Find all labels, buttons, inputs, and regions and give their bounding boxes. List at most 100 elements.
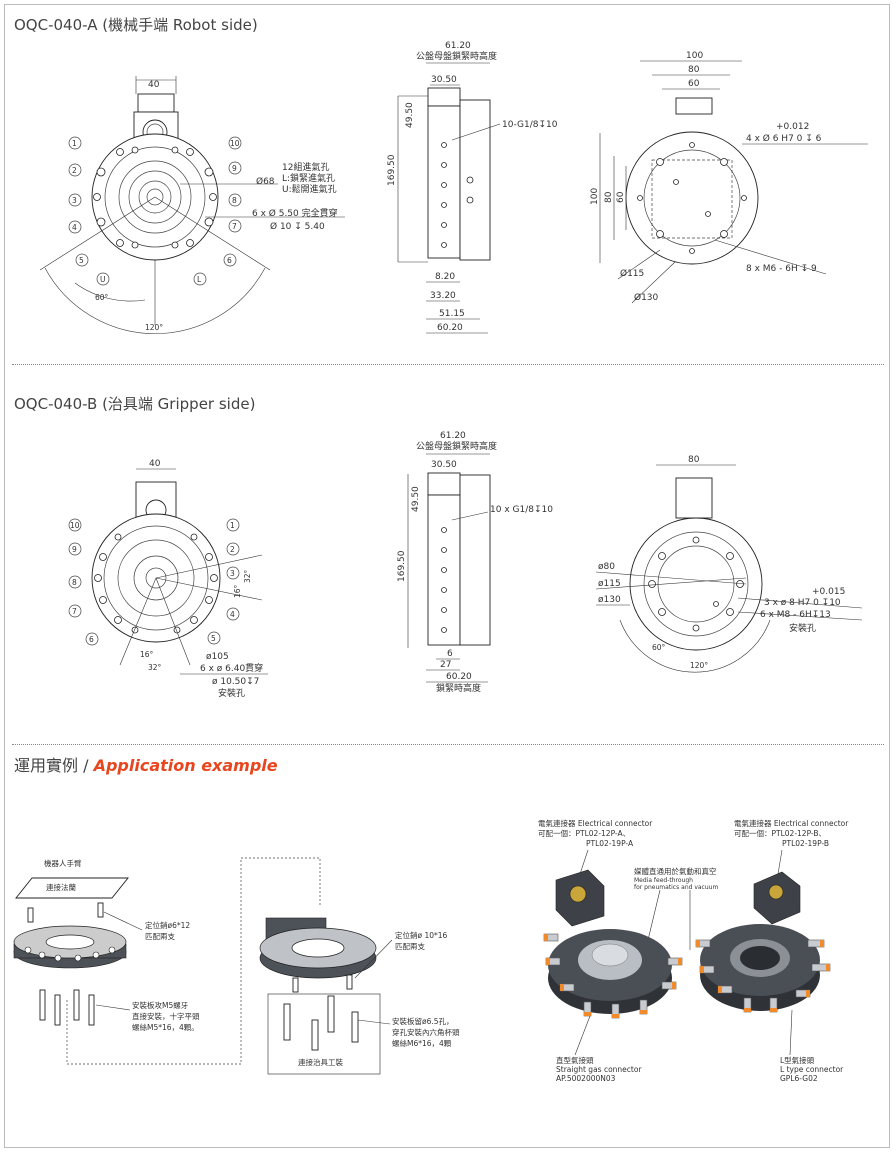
app-flange: 連接法蘭	[46, 882, 76, 892]
a-front-view: 40 60° 120° 1 2 3 4 5 6	[39, 76, 345, 334]
a-bot-d130: Ø130	[634, 292, 659, 303]
b-side-dim-169: 169.50	[397, 550, 407, 582]
b-front-view: 40 1 2 3 4 5 6 7 8 9 10 32° 16°	[68, 459, 268, 699]
b-note-1: ø 10.50↧7	[212, 677, 259, 687]
b-dim-105: ø105	[206, 652, 229, 662]
application-title: 運用實例 / Application example	[14, 752, 278, 776]
b-note-2: 安裝孔	[218, 687, 245, 699]
a-bot-disk	[625, 131, 759, 265]
a-side-top-note: 公盤母盤鎖緊時高度	[416, 50, 497, 62]
app-mid-fixture: 連接治具工裝	[298, 1057, 343, 1067]
app-straight3: AP.5002000N03	[556, 1074, 616, 1083]
b-bot-w80: 80	[688, 455, 700, 465]
b-side-view: 61.20 公盤母盤鎖緊時高度 30.50 169.50 49.50 10 x …	[397, 431, 553, 694]
a-angle-60: 60°	[95, 293, 109, 302]
b-side-dim-61: 61.20	[440, 431, 466, 441]
a-bot-h80: 80	[604, 191, 614, 203]
app-left-mount2: 直接安裝，十字平頭	[132, 1011, 200, 1021]
a-connector-top	[137, 93, 175, 113]
b-bot-d130: ø130	[598, 595, 621, 605]
a-port-U: U	[100, 275, 106, 284]
b-bot-d80: ø80	[598, 562, 615, 572]
app-straight1: 直型氣接頭	[556, 1055, 594, 1065]
a-bottom-view: 100 80 60 100 80 60 +0.012 4 x Ø 6 H7 0 …	[590, 51, 868, 304]
app-left-mount1: 安裝板攻M5螺牙	[132, 1000, 189, 1010]
a-port-9: 9	[232, 164, 237, 173]
b-angle-32: 32°	[243, 569, 252, 583]
a-bot-h60: 60	[616, 191, 626, 203]
app-fixture-box	[267, 993, 381, 1075]
b-bottom-view: 80 ø80 ø115 ø130 +0.015 3 x ø 8 H7 0 ↧10…	[595, 455, 863, 673]
separator-b	[12, 744, 884, 745]
app-left-pin: 定位銷ø6*12	[145, 920, 190, 930]
a-side-dim-30: 30.50	[431, 75, 457, 85]
app-mid-pin: 定位銷ø 10*16	[395, 930, 448, 940]
b-port-8: 8	[72, 578, 77, 587]
app-ltype3: GPL6-G02	[780, 1074, 818, 1083]
b-front-dim-40: 40	[149, 459, 161, 469]
a-bot-note-2: 8 x M6 - 6H ↧ 9	[746, 264, 817, 274]
b-angle-16b: 16°	[140, 650, 154, 659]
a-note-3: 6 x Ø 5.50 完全貫穿	[252, 207, 338, 219]
b-bot-d115: ø115	[598, 579, 621, 589]
b-side-b3: 60.20	[446, 672, 472, 682]
b-side-port: 10 x G1/8↧10	[490, 505, 553, 515]
b-port-4: 4	[230, 610, 235, 619]
app-conn-a2: 可配一個：PTL02-12P-A、	[538, 828, 630, 838]
a-side-view: 61.20 公盤母盤鎖緊時高度 30.50 169.50 49.50 10-G1…	[387, 41, 558, 334]
page-frame	[4, 4, 890, 1148]
a-bot-w80: 80	[688, 65, 700, 75]
b-note-0: 6 x ø 6.40貫穿	[200, 662, 263, 674]
a-side-b4: 60.20	[437, 323, 463, 333]
b-bot-disk	[629, 517, 763, 651]
app-mid-mount1: 安裝板留ø6.5孔，	[392, 1016, 454, 1026]
b-side-dim-49: 49.50	[411, 486, 421, 512]
app-mid-mount2: 穿孔安裝內六角杯頭	[392, 1027, 460, 1037]
application-title-cn: 運用實例 /	[14, 756, 89, 775]
a-note-1: L:鎖緊進氣孔	[282, 172, 335, 184]
app-middle: 定位銷ø 10*16 匹配兩支 連接治具工裝 安裝板留ø6.5孔， 穿孔安裝內六…	[259, 917, 460, 1075]
b-port-1: 1	[230, 521, 235, 530]
a-bot-note-0: +0.012	[776, 122, 809, 132]
a-bot-note-1: 4 x Ø 6 H7 0 ↧ 6	[746, 133, 822, 144]
app-ltype1: L型氣接頭	[780, 1055, 815, 1065]
a-side-dim-49: 49.50	[405, 102, 415, 128]
a-port-1: 1	[72, 139, 77, 148]
b-side-b-note: 鎖緊時高度	[436, 682, 481, 694]
a-side-port: 10-G1/8↧10	[502, 120, 558, 130]
b-bot-note-2: 6 x M8 - 6H↧13	[760, 610, 831, 620]
section-b-title: OQC-040-B (治具端 Gripper side)	[14, 395, 256, 413]
a-bot-w60: 60	[688, 79, 700, 89]
a-note-2: U:鬆開進氣孔	[282, 183, 337, 195]
application-title-en: Application example	[93, 756, 278, 775]
a-port-10: 10	[230, 139, 240, 148]
a-port-6: 6	[227, 256, 232, 265]
app-left-mount3: 螺絲M5*16，4顆。	[132, 1022, 199, 1032]
a-side-b2: 33.20	[430, 291, 456, 301]
b-port-5: 5	[211, 634, 216, 643]
a-port-5: 5	[79, 256, 84, 265]
b-port-7: 7	[72, 607, 77, 616]
b-port-2: 2	[230, 545, 235, 554]
b-side-b2: 27	[440, 660, 451, 670]
app-media2: Media feed-through	[634, 877, 693, 884]
a-bot-w100: 100	[686, 51, 703, 61]
app-ltype2: L type connector	[780, 1065, 844, 1074]
a-front-dim-40: 40	[148, 80, 160, 90]
a-side-body	[427, 105, 461, 259]
a-port-3: 3	[72, 196, 77, 205]
b-bot-note-3: 安裝孔	[789, 622, 816, 634]
a-note-0: 12組進氣孔	[282, 161, 329, 173]
app-arm: 機器人手臂	[44, 858, 82, 868]
app-conn-a3: PTL02-19P-A	[586, 839, 634, 848]
b-side-dim-30: 30.50	[431, 460, 457, 470]
a-port-8: 8	[232, 196, 237, 205]
a-port-4: 4	[72, 223, 77, 232]
a-note-4: Ø 10 ↧ 5.40	[270, 221, 325, 232]
b-port-10: 10	[70, 521, 80, 530]
b-bot-a120: 120°	[690, 661, 708, 670]
separator-a	[12, 364, 884, 365]
app-mid-pin2: 匹配兩支	[395, 941, 425, 951]
b-port-9: 9	[72, 545, 77, 554]
b-angle-16: 16°	[233, 584, 242, 598]
